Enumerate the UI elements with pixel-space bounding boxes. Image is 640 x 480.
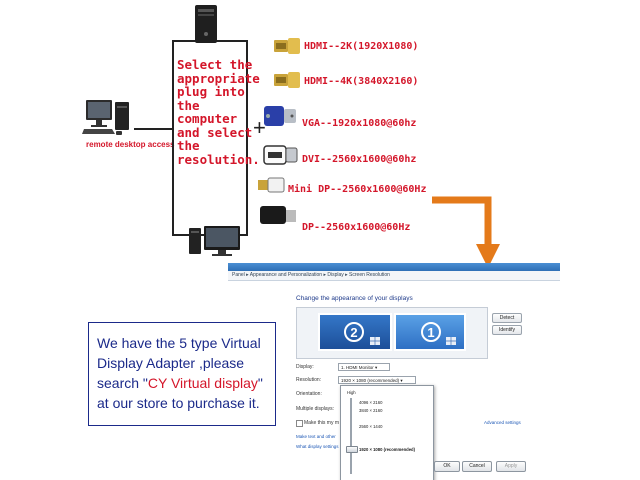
store-search-term: CY Virtual display [147,375,258,391]
advanced-settings-link[interactable]: Advanced settings [484,420,521,425]
monitor-1[interactable]: 1 [394,313,466,351]
screen-resolution-window: Panel ▸ Appearance and Personalization ▸… [228,263,560,480]
instruction-line: appropriate [177,70,260,86]
vga-plug-icon [264,106,296,126]
instruction-line: the [177,97,200,113]
instruction-line: resolution. [177,151,260,167]
hdmi-4k-plug-icon [274,72,300,88]
desktop-computer-icon [82,100,129,135]
resolution-slider-track[interactable] [350,398,352,474]
resolution-label: Resolution: [296,377,322,383]
resolution-slider-thumb[interactable] [346,446,358,453]
purchase-note-box: We have the 5 type Virtual Display Adapt… [88,322,276,426]
resolution-dropdown: High 4096 × 2160 3840 × 2160 2560 × 1440… [340,385,434,480]
note-line: Display Adapter ,please [97,355,245,371]
make-main-display-checkbox[interactable] [296,420,303,427]
display-label: Display: [296,364,314,370]
multiple-displays-label: Multiple displays: [296,406,335,412]
text-size-link[interactable]: Make text and other [296,434,336,439]
plug-label-hdmi-2k: HDMI--2K(1920X1080) [304,41,419,52]
breadcrumb-bar[interactable]: Panel ▸ Appearance and Personalization ▸… [228,271,560,281]
resolution-select[interactable]: 1920 × 1080 (recommended) ▾ [338,376,416,384]
note-line: search "CY Virtual display" [97,373,275,393]
note-line: We have the 5 type Virtual [97,335,261,351]
dp-plug-icon [260,206,296,224]
dvi-plug-icon [263,145,298,165]
note-line: at our store to purchase it. [97,395,260,411]
plus-sign: + [253,115,266,140]
ok-button[interactable]: OK [434,461,460,472]
instruction-line: plug into [177,84,245,99]
plug-label-vga: VGA--1920x1080@60hz [302,118,417,129]
mini-dp-plug-icon [258,177,285,193]
orange-arrow-icon [432,196,500,268]
grid-icon [446,337,456,345]
make-main-display-label: Make this my m [304,420,340,426]
plug-label-dvi: DVI--2560x1600@60hz [302,154,417,165]
orientation-label: Orientation: [296,391,322,397]
remote-desktop-label: remote desktop access [86,140,175,149]
hdmi-2k-plug-icon [274,38,300,54]
resolution-high-label: High [347,390,356,395]
note-text: search " [97,375,148,391]
note-text: " [257,375,263,391]
dialog-title: Change the appearance of your displays [296,295,413,302]
monitor-computer-icon [189,226,240,256]
connector-line [134,128,174,130]
plug-label-mini-dp: Mini DP--2560x1600@60Hz [288,184,427,195]
resolution-option-selected[interactable]: 1920 × 1080 (recommended) [359,447,415,452]
tower-computer-icon [195,5,217,43]
connection-diagram: remote desktop access Select the appropr… [82,5,500,268]
instruction-line: Select the [177,57,253,72]
monitor-number-badge: 1 [421,322,441,342]
apply-button[interactable]: Apply [496,461,526,472]
monitor-2[interactable]: 2 [318,313,392,351]
identify-button[interactable]: Identify [492,325,522,335]
detect-button[interactable]: Detect [492,313,522,323]
resolution-option[interactable]: 3840 × 2160 [359,408,383,413]
instruction-line: computer [177,111,238,126]
instruction-text: Select the appropriate plug into the com… [177,58,260,166]
instruction-line: the [177,138,200,153]
grid-icon [370,337,380,345]
plug-label-dp: DP--2560x1600@60Hz [302,222,411,233]
resolution-option[interactable]: 2560 × 1440 [359,424,383,429]
display-settings-help-link[interactable]: What display settings [296,444,339,449]
instruction-line: and select [177,124,253,140]
monitor-number-badge: 2 [344,322,364,342]
window-titlebar [228,263,560,271]
resolution-option[interactable]: 4096 × 2160 [359,400,383,405]
plug-label-hdmi-4k: HDMI--4K(3840X2160) [304,76,419,87]
display-select[interactable]: 1. HDMI Monitor ▾ [338,363,390,371]
cancel-button[interactable]: Cancel [462,461,492,472]
